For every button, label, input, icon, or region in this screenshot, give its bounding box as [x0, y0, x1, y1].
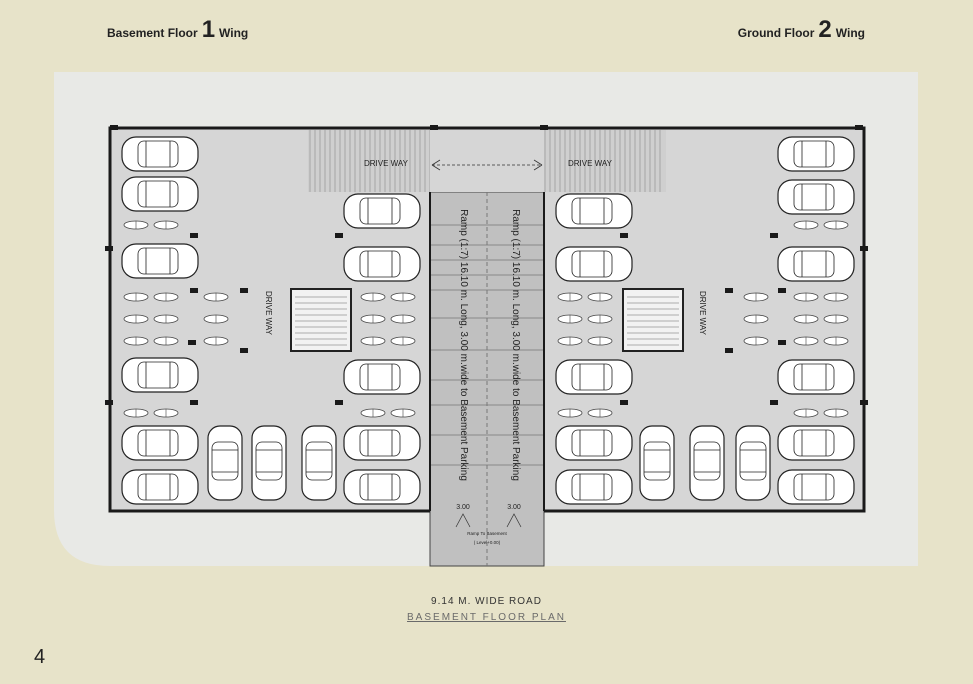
plan-title: BASEMENT FLOOR PLAN [0, 612, 973, 623]
outer-wall [108, 126, 866, 513]
plan-title-text: BASEMENT FLOOR PLAN [407, 612, 566, 623]
header-left-suffix: Wing [219, 26, 249, 40]
header-left: Basement Floor 1 Wing [107, 18, 248, 42]
driveway-label-left: DRIVE WAY [364, 159, 409, 168]
driveway-vertical-left: DRIVE WAY [264, 291, 273, 336]
ramp-label-1: Ramp (1:7) 16.10 m. Long, 3.00 m.wide to… [458, 209, 469, 481]
parking-bikes [123, 220, 849, 418]
ramp-note-1: Ramp To Basement [467, 531, 507, 536]
driveway-arrowheads [431, 159, 543, 171]
driveway-vertical-right: DRIVE WAY [698, 291, 707, 336]
header-left-number: 1 [201, 16, 216, 43]
header-right-number: 2 [818, 16, 832, 43]
driveway-label-right: DRIVE WAY [568, 159, 613, 168]
driveway-hatch [308, 130, 666, 192]
ramp-label-2: Ramp (1:7) 16.10 m. Long, 3.00 m.wide to… [510, 209, 521, 481]
dimension-left: 3.00 [456, 504, 470, 511]
stair-core-right [622, 288, 684, 352]
header-right: Ground Floor 2 Wing [738, 18, 865, 42]
parking-cars [121, 136, 855, 505]
ramp-steps [430, 224, 544, 466]
header-right-suffix: Wing [835, 26, 865, 40]
ramp-note-2: ( Level+0.00) [474, 540, 501, 545]
page-number: 4 [34, 646, 46, 668]
header-right-prefix: Ground Floor [737, 26, 815, 40]
floor-plan-drawing: DRIVE WAY DRIVE WAY DRIVE WAY DRIVE WAY … [54, 72, 918, 567]
header-left-prefix: Basement Floor [107, 26, 198, 40]
dimension-right: 3.00 [507, 504, 521, 511]
road-label: 9.14 M. WIDE ROAD [431, 596, 542, 607]
stair-core-left [290, 288, 352, 352]
ramp-direction-marks [455, 513, 522, 528]
